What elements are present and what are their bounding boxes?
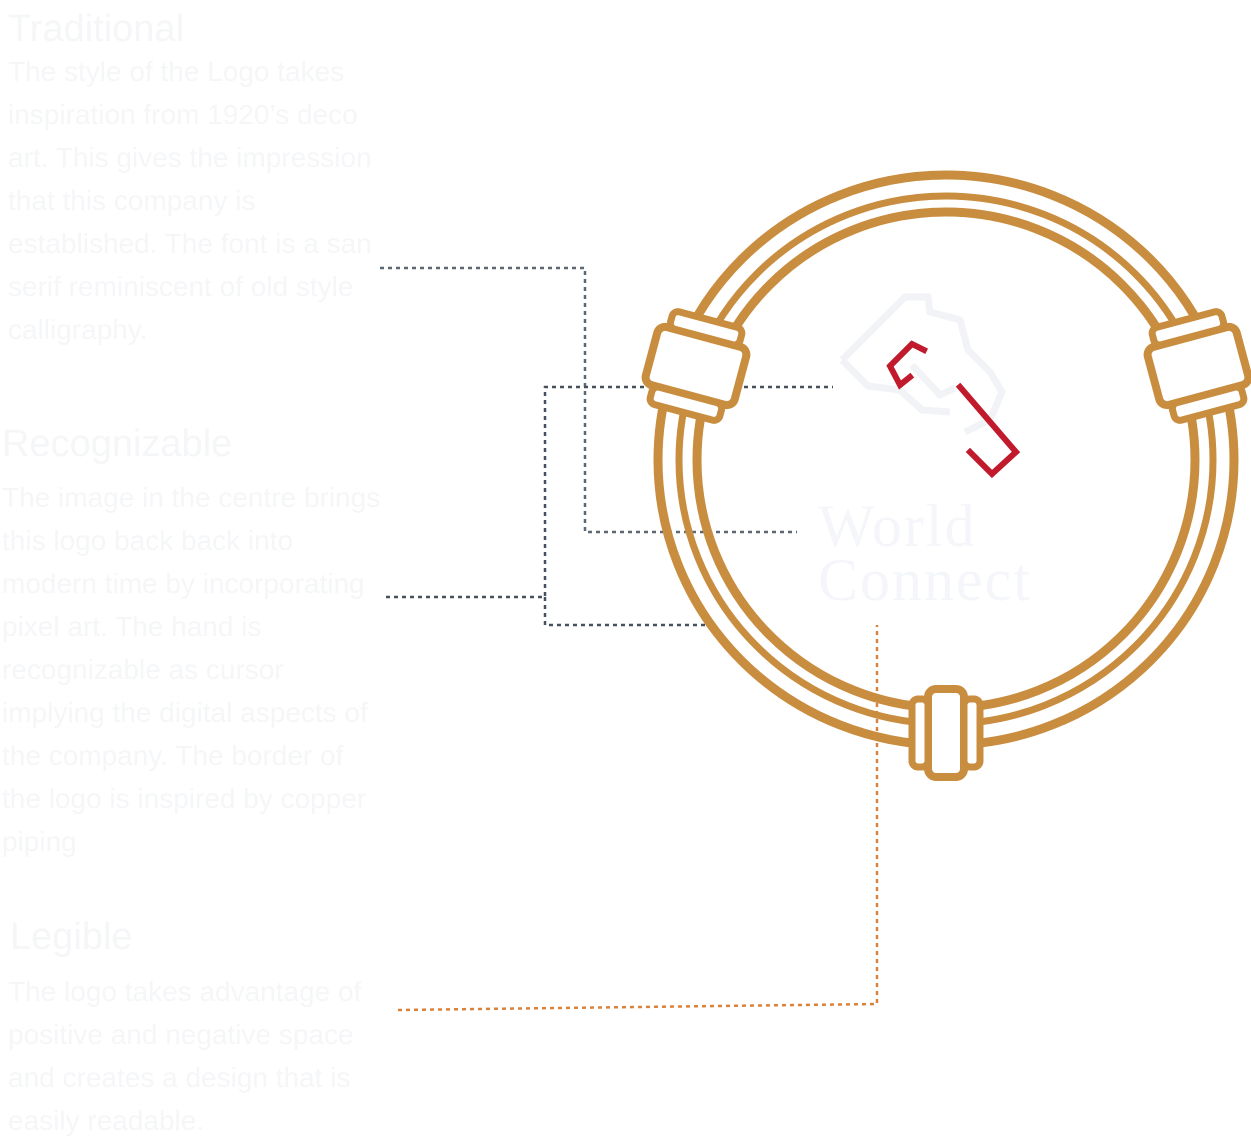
pipe-coupling-right	[1143, 308, 1251, 424]
pipe-coupling-bottom	[908, 685, 984, 781]
legible-body: The logo takes advantage of positive and…	[8, 976, 362, 1136]
copper-pipe-border	[653, 170, 1239, 750]
traditional-body: The style of the Logo takes inspiration …	[8, 56, 372, 345]
pipe-coupling-left	[641, 308, 751, 424]
leader-line-recognizable-top	[386, 385, 833, 599]
leader-line-traditional	[380, 266, 797, 534]
leader-line-recognizable-bottom	[543, 597, 710, 627]
logo-text-connect: Connect	[818, 547, 1032, 613]
leader-line-legible	[397, 625, 879, 1012]
legible-title: Legible	[10, 916, 133, 958]
traditional-title: Traditional	[8, 8, 185, 50]
logo-text-world: World	[818, 493, 976, 559]
recognizable-body: The image in the centre brings this logo…	[2, 482, 381, 857]
recognizable-title: Recognizable	[2, 423, 233, 465]
pixel-hand-cursor-icon	[839, 293, 1006, 436]
cursor-bracket-icon	[886, 340, 1021, 479]
